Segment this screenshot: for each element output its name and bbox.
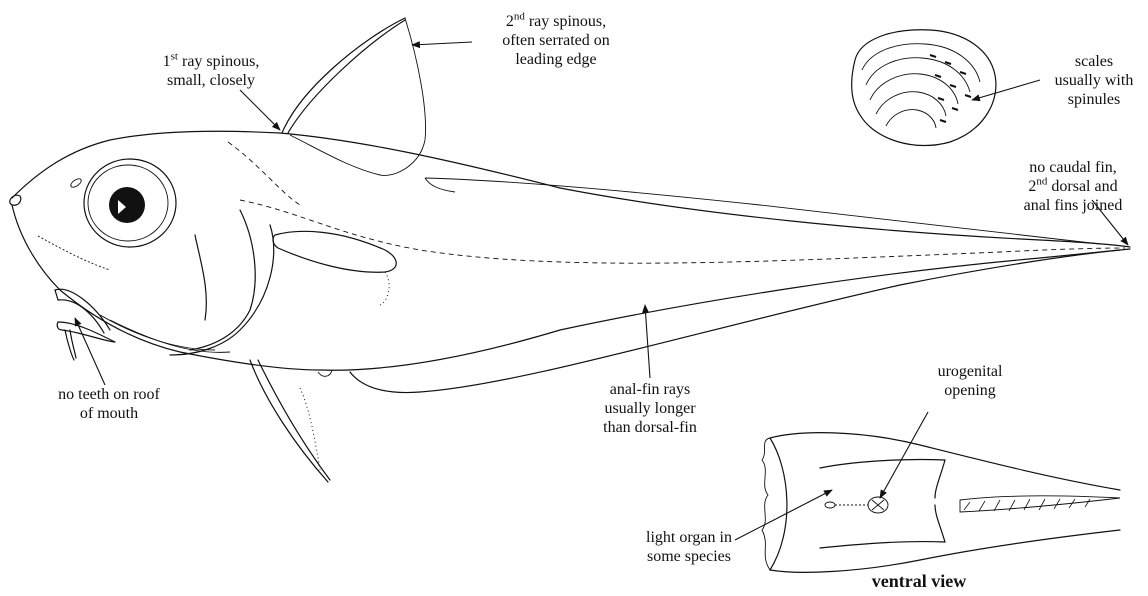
label-light-organ: light organ in some species — [614, 528, 764, 566]
label-anal-fin: anal-fin rays usually longer than dorsal… — [580, 380, 720, 437]
annotation-arrows — [75, 42, 1128, 540]
arrow-urogenital — [880, 412, 928, 498]
label-no-teeth: no teeth on roof of mouth — [34, 385, 184, 423]
label-first-ray: 1st ray spinous, small, closely — [126, 52, 296, 90]
scale-illustration — [852, 30, 996, 146]
arrow-first-ray — [240, 90, 280, 130]
ventral-view-illustration — [762, 433, 1120, 573]
cheek-pores — [38, 236, 110, 270]
label-caudal-fin: no caudal fin, 2nd dorsal and anal fins … — [998, 158, 1148, 215]
pectoral-fin — [273, 231, 396, 305]
label-ventral-view: ventral view — [844, 572, 994, 591]
arrow-scales — [972, 80, 1040, 100]
label-urogenital: urogenital opening — [900, 362, 1040, 400]
arrow-second-ray — [412, 42, 472, 45]
arrow-anal-fin — [645, 305, 650, 378]
fish-body — [12, 131, 1130, 392]
pelvic-fin — [250, 360, 332, 482]
label-second-ray: 2nd ray spinous, often serrated on leadi… — [476, 12, 636, 69]
fish-head — [10, 159, 274, 360]
label-scales: scales usually with spinules — [1040, 52, 1148, 109]
